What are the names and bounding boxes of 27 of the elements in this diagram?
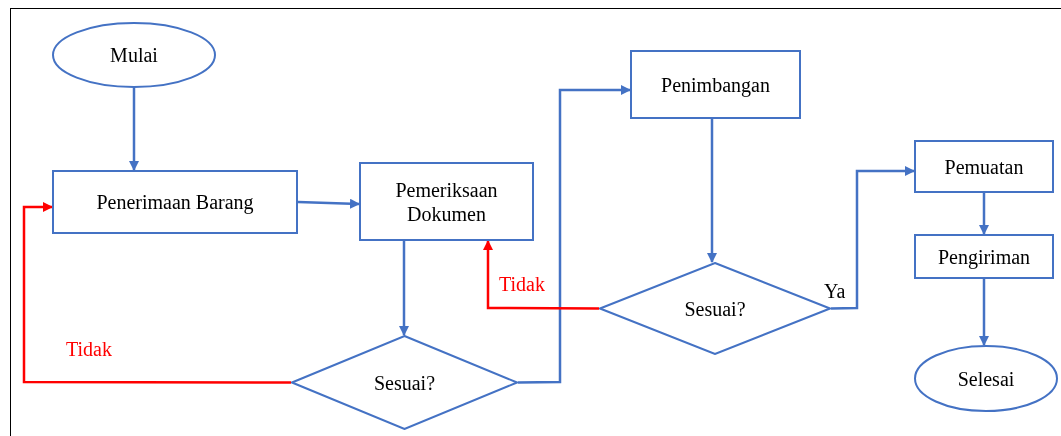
node-text: Sesuai? xyxy=(684,296,746,321)
node-text: Penerimaan Barang xyxy=(96,190,254,214)
process-box xyxy=(359,162,534,241)
arrow xyxy=(399,241,409,336)
arrow xyxy=(22,202,291,384)
arrow xyxy=(297,198,360,209)
arrow xyxy=(518,85,631,384)
node-text: Sesuai? xyxy=(373,370,436,395)
node-text: Pemeriksaan Dokumen xyxy=(394,177,499,226)
arrow xyxy=(483,240,599,310)
arrow xyxy=(830,166,915,310)
process-box xyxy=(914,234,1054,279)
node-text: Penimbangan xyxy=(661,72,770,97)
node-text: Selesai xyxy=(957,366,1015,391)
terminal-ellipse xyxy=(52,22,216,88)
process-box xyxy=(52,170,298,234)
process-box xyxy=(914,140,1054,193)
arrow xyxy=(129,88,139,171)
node-text: Pengiriman xyxy=(937,244,1031,269)
arrow xyxy=(979,193,989,235)
arrow xyxy=(979,279,989,346)
node-text: Pemuatan xyxy=(944,154,1024,179)
node-text: Mulai xyxy=(110,43,158,67)
arrow xyxy=(707,119,717,263)
terminal-ellipse xyxy=(914,345,1058,412)
process-box xyxy=(630,50,801,119)
decision-diamond xyxy=(291,335,518,430)
